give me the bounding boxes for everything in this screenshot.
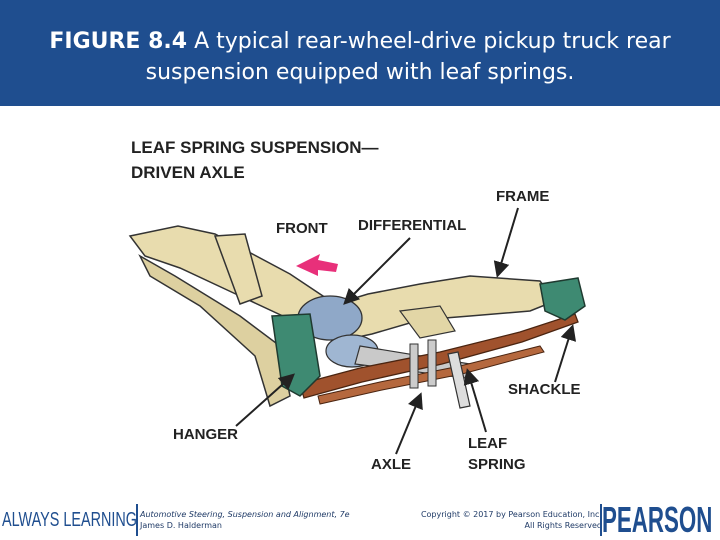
shock-absorber: [447, 351, 471, 409]
u-bolt-left: [409, 343, 419, 389]
label-hanger: HANGER: [173, 426, 238, 443]
figure-caption-text: A typical rear-wheel-drive pickup truck …: [145, 29, 671, 85]
figure-number: FIGURE 8.4: [49, 29, 188, 54]
u-bolt-right: [427, 339, 437, 387]
frame-section: [398, 305, 456, 339]
leader-axle: [395, 392, 423, 455]
book-author: James D. Halderman: [140, 521, 222, 530]
leader-shackle: [554, 324, 577, 383]
slide-header: FIGURE 8.4 A typical rear-wheel-drive pi…: [0, 0, 720, 106]
pearson-logo: PEARSON: [602, 499, 713, 540]
slide-footer: ALWAYS LEARNING Automotive Steering, Sus…: [0, 500, 720, 540]
front-direction-arrow: [296, 254, 338, 276]
suspension-diagram: LEAF SPRING SUSPENSION— DRIVEN AXLE FRON…: [0, 106, 720, 500]
always-learning-logo: ALWAYS LEARNING: [2, 509, 137, 531]
leader-frame: [493, 207, 519, 278]
footer-divider-right: [600, 504, 602, 536]
figure-caption: FIGURE 8.4 A typical rear-wheel-drive pi…: [20, 26, 700, 88]
label-leaf-line1: LEAF: [468, 435, 507, 452]
copyright-notice: Copyright © 2017 by Pearson Education, I…: [420, 510, 602, 519]
book-title: Automotive Steering, Suspension and Alig…: [140, 510, 350, 519]
label-frame: FRAME: [496, 188, 549, 205]
label-leaf-line2: SPRING: [468, 456, 526, 473]
suspension-illustration: LEAF SPRING SUSPENSION— DRIVEN AXLE FRON…: [128, 138, 586, 473]
frame-crossmember: [213, 233, 263, 305]
diagram-title-line2: DRIVEN AXLE: [131, 163, 245, 182]
leader-differential: [343, 237, 411, 305]
label-shackle: SHACKLE: [508, 381, 581, 398]
footer-divider-left: [136, 504, 138, 536]
diagram-title-line1: LEAF SPRING SUSPENSION—: [131, 138, 378, 157]
shackle-bracket: [539, 277, 586, 321]
label-axle: AXLE: [371, 456, 411, 473]
leader-leaf-spring: [463, 368, 487, 433]
rights-notice: All Rights Reserved: [524, 521, 602, 530]
label-differential: DIFFERENTIAL: [358, 217, 466, 234]
label-front: FRONT: [276, 220, 328, 237]
leader-hanger: [235, 373, 295, 427]
